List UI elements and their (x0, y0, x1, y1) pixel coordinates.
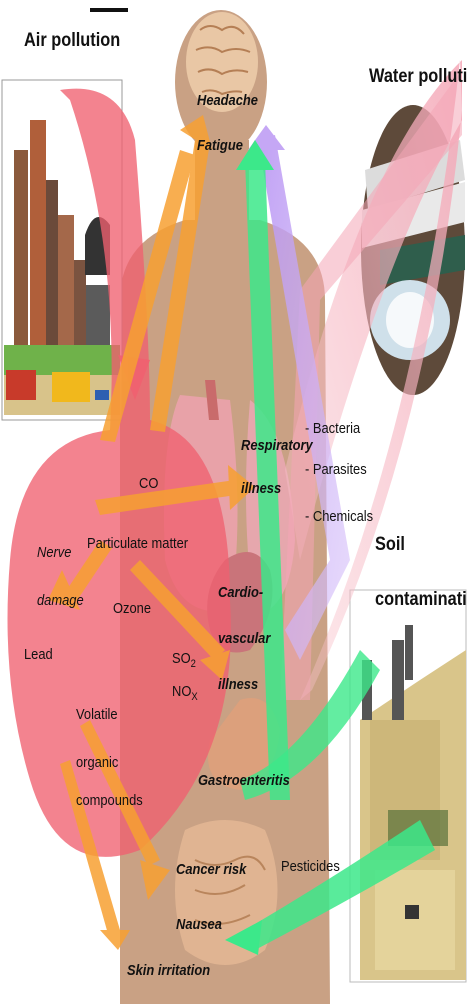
soil-contamination-heading: contamination (375, 589, 467, 611)
effect-fatigue: Fatigue (197, 137, 243, 155)
effect-nerve-damage: damage (37, 592, 84, 610)
nox-subscript: X (191, 691, 197, 703)
pollutant-nox: NOX (172, 683, 198, 706)
effect-skin-irritation: Skin irritation (127, 962, 210, 980)
pollutant-chemicals: - Chemicals (305, 508, 373, 526)
pollutant-bacteria: - Bacteria (305, 420, 360, 438)
soil-contamination-image (350, 590, 466, 982)
effect-cardiovascular: Cardio- (218, 584, 263, 602)
effect-respiratory: illness (241, 480, 281, 498)
water-pollution-heading: Water pollution (369, 66, 467, 88)
so2-base: SO (172, 650, 191, 667)
pollutant-voc: compounds (76, 792, 143, 810)
effect-respiratory: Respiratory (241, 437, 313, 455)
soil-contamination-heading: Soil (375, 534, 405, 556)
pollutant-so2: SO2 (172, 650, 196, 673)
effect-headache: Headache (197, 92, 258, 110)
pollutant-pesticides: Pesticides (281, 858, 340, 876)
pollutant-co: CO (139, 475, 158, 493)
nox-base: NO (172, 683, 191, 700)
pollutant-lead: Lead (24, 646, 53, 664)
pollutant-voc: organic (76, 754, 118, 772)
effect-gastroenteritis: Gastroenteritis (198, 772, 290, 790)
black-bar (90, 8, 128, 12)
pollutant-ozone: Ozone (113, 600, 151, 618)
effect-cardiovascular: vascular (218, 630, 270, 648)
pollutant-parasites: - Parasites (305, 461, 367, 479)
pollutant-voc: Volatile (76, 706, 118, 724)
so2-subscript: 2 (191, 658, 196, 670)
effect-cardiovascular: illness (218, 676, 258, 694)
effect-nerve-damage: Nerve (37, 544, 71, 562)
effect-cancer-risk: Cancer risk (176, 861, 246, 879)
effect-nausea: Nausea (176, 916, 222, 934)
air-pollution-heading: Air pollution (24, 30, 120, 52)
pollutant-particulate: Particulate matter (87, 535, 188, 553)
